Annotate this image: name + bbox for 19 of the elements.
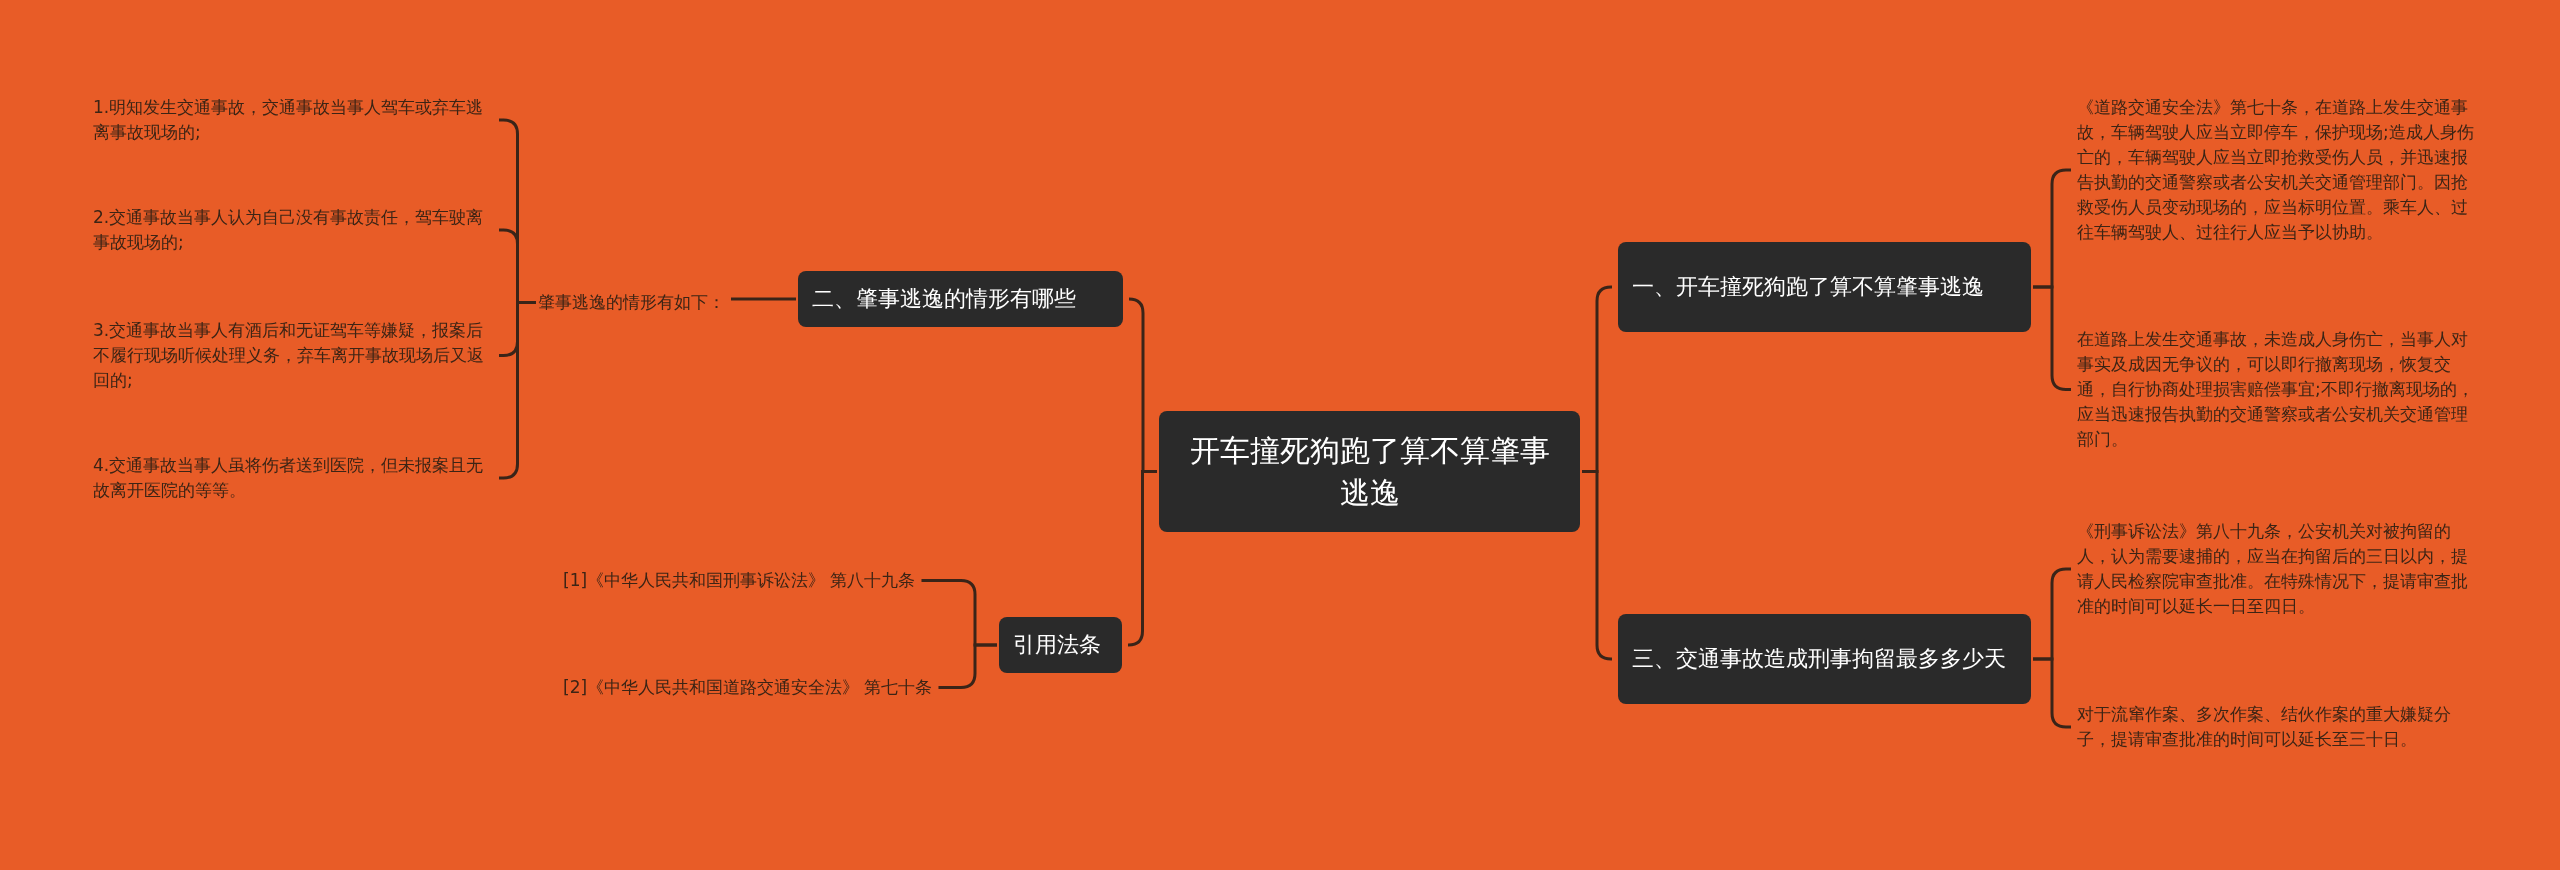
note-text: 3.交通事故当事人有酒后和无证驾车等嫌疑，报案后不履行现场听候处理义务，弃车离开事故现场后又返回的; [93,318,493,393]
topic-box: 三、交通事故造成刑事拘留最多多少天 [1618,614,2031,704]
note-text: [1]《中华人民共和国刑事诉讼法》 第八十九条 [563,568,916,593]
note-text: 《道路交通安全法》第七十条，在道路上发生交通事故，车辆驾驶人应当立即停车，保护现场;造成人身伤亡的，车辆驾驶人应当立即抢救受伤人员，并迅速报告执勤的交通警察或者公安机关交通管理部门。因抢救受伤人员变动现场的，应当标明位置。乘车人、过往车辆驾驶人、过往行人应当予以协助。 [2077,95,2477,245]
connector-line [938,643,997,689]
note-text: 2.交通事故当事人认为自己没有事故责任，驾车驶离事故现场的; [93,205,493,255]
note-text: 肇事逃逸的情形有如下： [538,290,725,315]
note-text: 《刑事诉讼法》第八十九条，公安机关对被拘留的人，认为需要逮捕的，应当在拘留后的三日以内，提请人民检察院审查批准。在特殊情况下，提请审查批准的时间可以延长一日至四日。 [2077,519,2477,619]
note-text: 4.交通事故当事人虽将伤者送到医院，但未报案且无故离开医院的等等。 [93,453,493,503]
note-text: [2]《中华人民共和国道路交通安全法》 第七十条 [563,675,933,700]
central-topic-box: 开车撞死狗跑了算不算肇事逃逸 [1159,411,1580,532]
note-text: 在道路上发生交通事故，未造成人身伤亡，当事人对事实及成因无争议的，可以即行撤离现场，恢复交通，自行协商处理损害赔偿事宜;不即行撤离现场的，应当迅速报告执勤的交通警察或者公安机关交通管理部门。 [2077,327,2477,452]
topic-box: 引用法条 [999,617,1122,673]
note-text: 1.明知发生交通事故，交通事故当事人驾车或弃车逃离事故现场的; [93,95,493,145]
connector-line [1127,470,1157,647]
connector-line [731,297,796,301]
topic-box: 一、开车撞死狗跑了算不算肇事逃逸 [1618,242,2031,332]
topic-box: 二、肇事逃逸的情形有哪些 [798,271,1123,327]
note-text: 对于流窜作案、多次作案、结伙作案的重大嫌疑分子，提请审查批准的时间可以延长至三十日。 [2077,702,2477,752]
